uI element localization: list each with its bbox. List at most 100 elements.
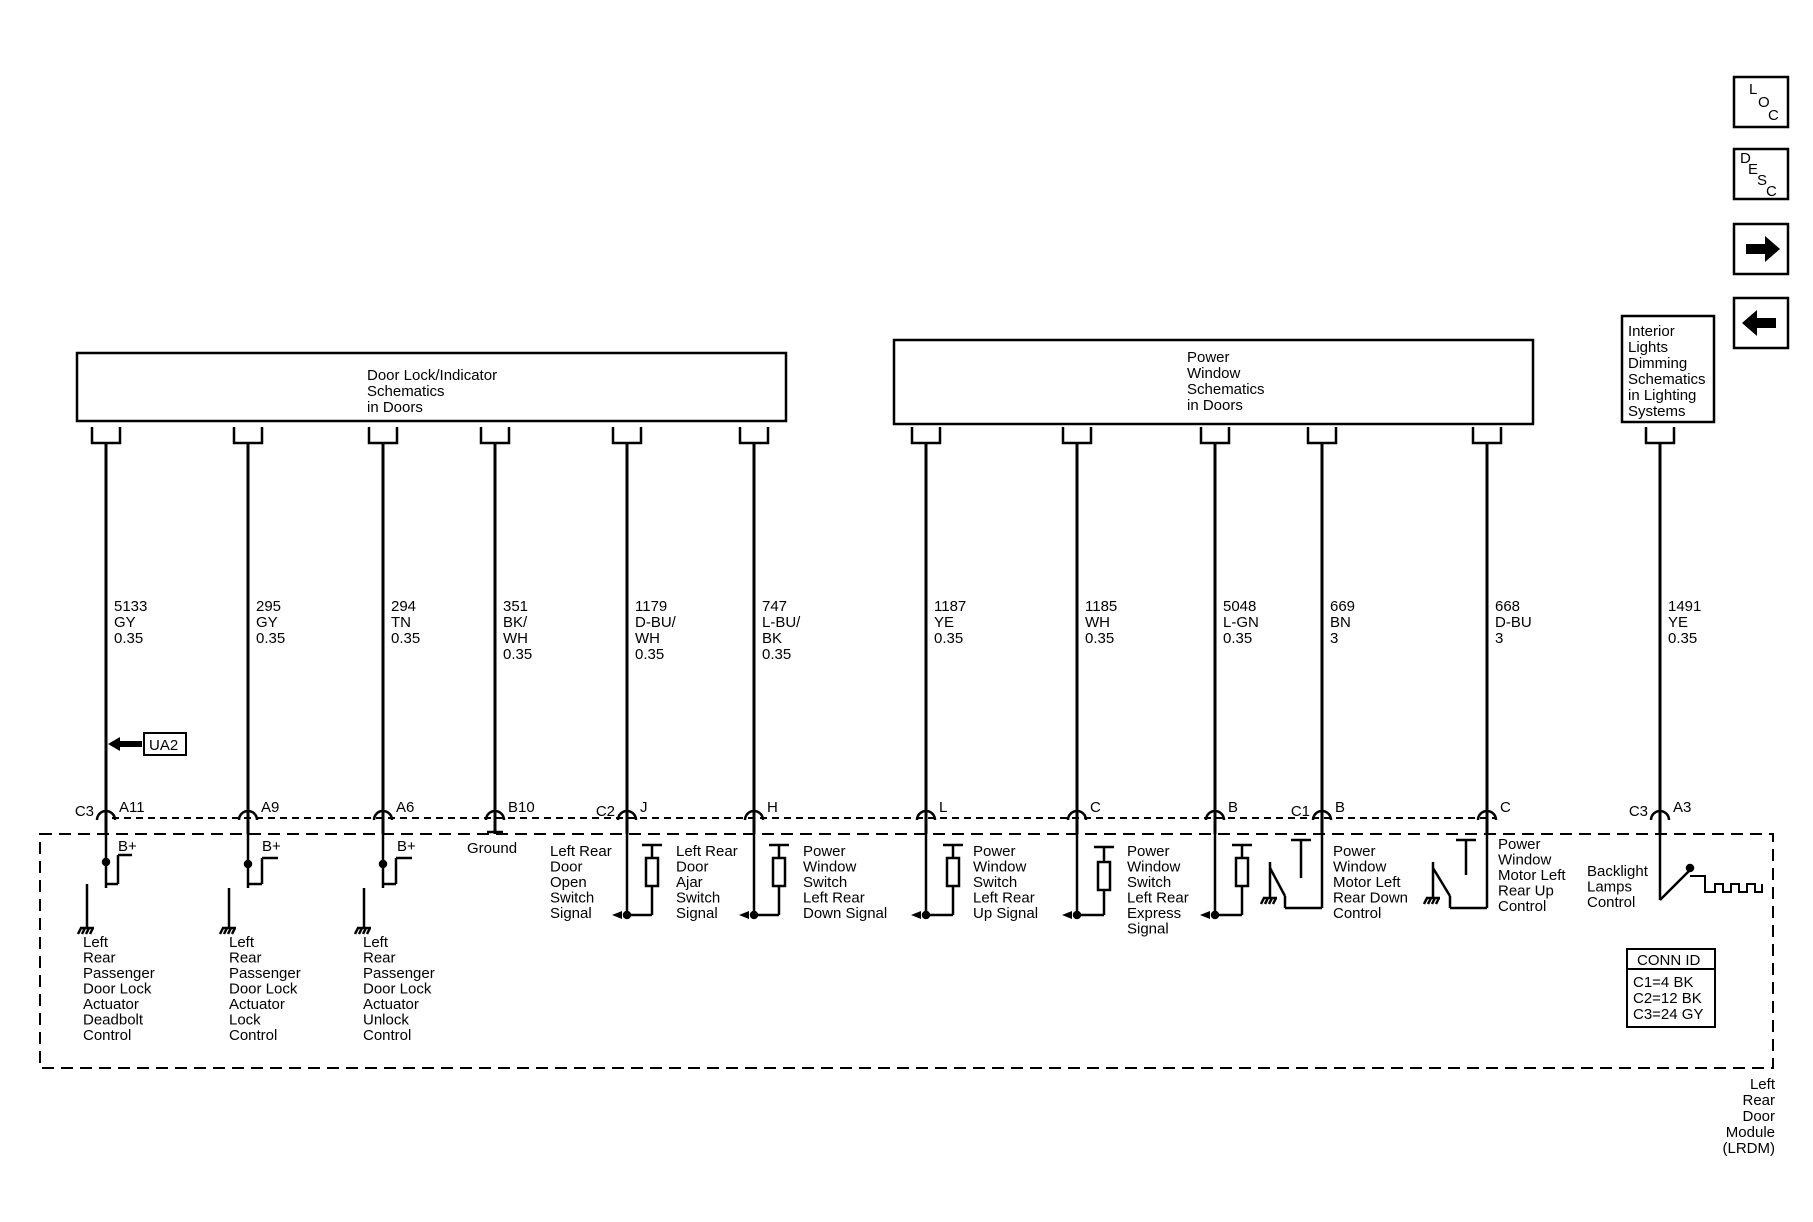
label-door-ajar: Left Rear	[676, 843, 738, 860]
label-lock: Passenger	[229, 965, 301, 982]
module-labels: B+ B+ B+ Ground	[118, 838, 517, 857]
connector-tab	[90, 427, 122, 445]
conn-id-line: C1=4 BK	[1633, 974, 1693, 991]
loc-button[interactable]: L O C	[1732, 75, 1790, 129]
forward-button[interactable]	[1732, 222, 1790, 276]
label-express-signal: Power	[1127, 843, 1170, 860]
circuit-label: 0.35	[934, 630, 963, 647]
connector-tab	[1471, 427, 1503, 445]
arrow-left-icon	[108, 737, 142, 751]
label-door-open: Left Rear	[550, 843, 612, 860]
label-deadbolt: Rear	[83, 950, 116, 967]
circuit-label: 669	[1330, 598, 1355, 615]
desc-letter-s: S	[1757, 172, 1767, 189]
circuit-label: YE	[934, 614, 954, 631]
circuit-label: 668	[1495, 598, 1520, 615]
ua2-label: UA2	[149, 737, 178, 754]
circuit-label: 0.35	[256, 630, 285, 647]
label-deadbolt: Actuator	[83, 996, 139, 1013]
desc-button[interactable]: D E S C	[1732, 147, 1790, 201]
circuit-label: TN	[391, 614, 411, 631]
box-line: Schematics	[1187, 381, 1265, 398]
circuit-label: 0.35	[1085, 630, 1114, 647]
connector-label: C3	[1629, 803, 1648, 820]
circuit-label: 0.35	[762, 646, 791, 663]
label-door-open: Switch	[550, 890, 594, 907]
label-lock: Control	[229, 1027, 277, 1044]
box-line: Interior	[1628, 323, 1675, 340]
circuit-label: D-BU/	[635, 614, 677, 631]
circuit-label: 3	[1330, 630, 1338, 647]
bplus-label: B+	[397, 838, 416, 855]
label-unlock: Unlock	[363, 1012, 409, 1029]
label-door-open: Door	[550, 859, 583, 876]
connector-tab	[1199, 427, 1231, 445]
connector-tab	[367, 427, 399, 445]
label-unlock: Passenger	[363, 965, 435, 982]
power-window-schematics-box: Power Window Schematics in Doors	[892, 338, 1535, 426]
input-door-ajar	[739, 830, 789, 920]
label-express-signal: Switch	[1127, 874, 1171, 891]
module-internals	[76, 818, 1763, 935]
desc-letter-c: C	[1766, 183, 1777, 200]
label-motor-down: Motor Left	[1333, 874, 1401, 891]
circuit-label: 747	[762, 598, 787, 615]
label-door-open: Open	[550, 874, 587, 891]
connector-tab	[1061, 427, 1093, 445]
box-line: in Lighting	[1628, 387, 1696, 404]
circuit-label: 0.35	[503, 646, 532, 663]
circuit-label: GY	[256, 614, 278, 631]
module-name: Left Rear Door Module (LRDM)	[1723, 1076, 1776, 1157]
circuit-label: D-BU	[1495, 614, 1532, 631]
module-name-line: Module	[1726, 1124, 1775, 1141]
input-express-signal	[1200, 830, 1252, 920]
back-button[interactable]	[1732, 296, 1790, 350]
label-backlight: Control	[1587, 894, 1635, 911]
connector-label: C3	[75, 803, 94, 820]
circuit-label: YE	[1668, 614, 1688, 631]
loc-letter-c: C	[1768, 107, 1779, 124]
box-line: Schematics	[367, 383, 445, 400]
ground-label: Ground	[467, 840, 517, 857]
circuit-label: 0.35	[1223, 630, 1252, 647]
arrow-right-icon	[1746, 236, 1780, 262]
conn-id-title: CONN ID	[1637, 952, 1701, 969]
circuit-label: BK/	[503, 614, 528, 631]
label-door-ajar: Signal	[676, 905, 718, 922]
pin-label: A11	[119, 799, 145, 816]
circuit-label: WH	[503, 630, 528, 647]
label-motor-up: Power	[1498, 836, 1541, 853]
loc-letter-l: L	[1749, 81, 1757, 98]
label-unlock: Actuator	[363, 996, 419, 1013]
circuit-label: 1185	[1085, 598, 1117, 615]
circuit-label: 351	[503, 598, 528, 615]
circuit-label: 1491	[1668, 598, 1701, 615]
box-line: Power	[1187, 349, 1230, 366]
lrdm-module-outline	[39, 833, 1774, 1069]
label-deadbolt: Left	[83, 934, 109, 951]
connector-tab	[232, 427, 264, 445]
label-unlock: Left	[363, 934, 389, 951]
label-down-signal: Power	[803, 843, 846, 860]
connector-tab	[611, 427, 643, 445]
conn-id-table: CONN ID C1=4 BK C2=12 BK C3=24 GY	[1626, 948, 1716, 1028]
driver-lock	[218, 830, 278, 935]
conn-id-line: C2=12 BK	[1633, 990, 1702, 1007]
label-deadbolt: Door Lock	[83, 981, 152, 998]
label-unlock: Rear	[363, 950, 396, 967]
label-deadbolt: Passenger	[83, 965, 155, 982]
label-door-ajar: Switch	[676, 890, 720, 907]
label-unlock: Control	[363, 1027, 411, 1044]
box-line: in Doors	[1187, 397, 1243, 414]
label-motor-down: Rear Down	[1333, 890, 1408, 907]
